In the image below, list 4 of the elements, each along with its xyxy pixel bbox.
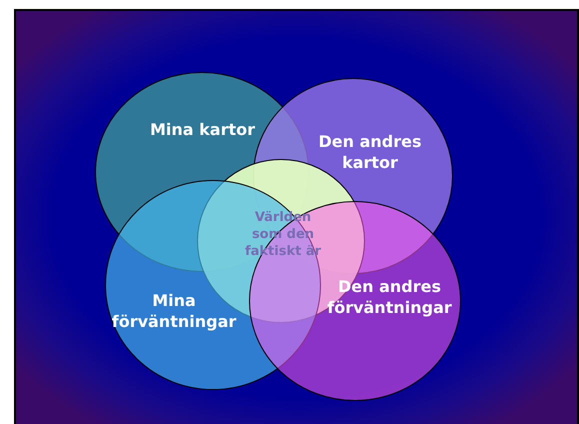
circle-label: Mina förväntningar xyxy=(110,291,238,333)
circle-label: Den andres förväntningar xyxy=(326,277,453,319)
circle-label: Den andres kartor xyxy=(318,132,422,174)
circle-label: Mina kartor xyxy=(148,120,256,141)
